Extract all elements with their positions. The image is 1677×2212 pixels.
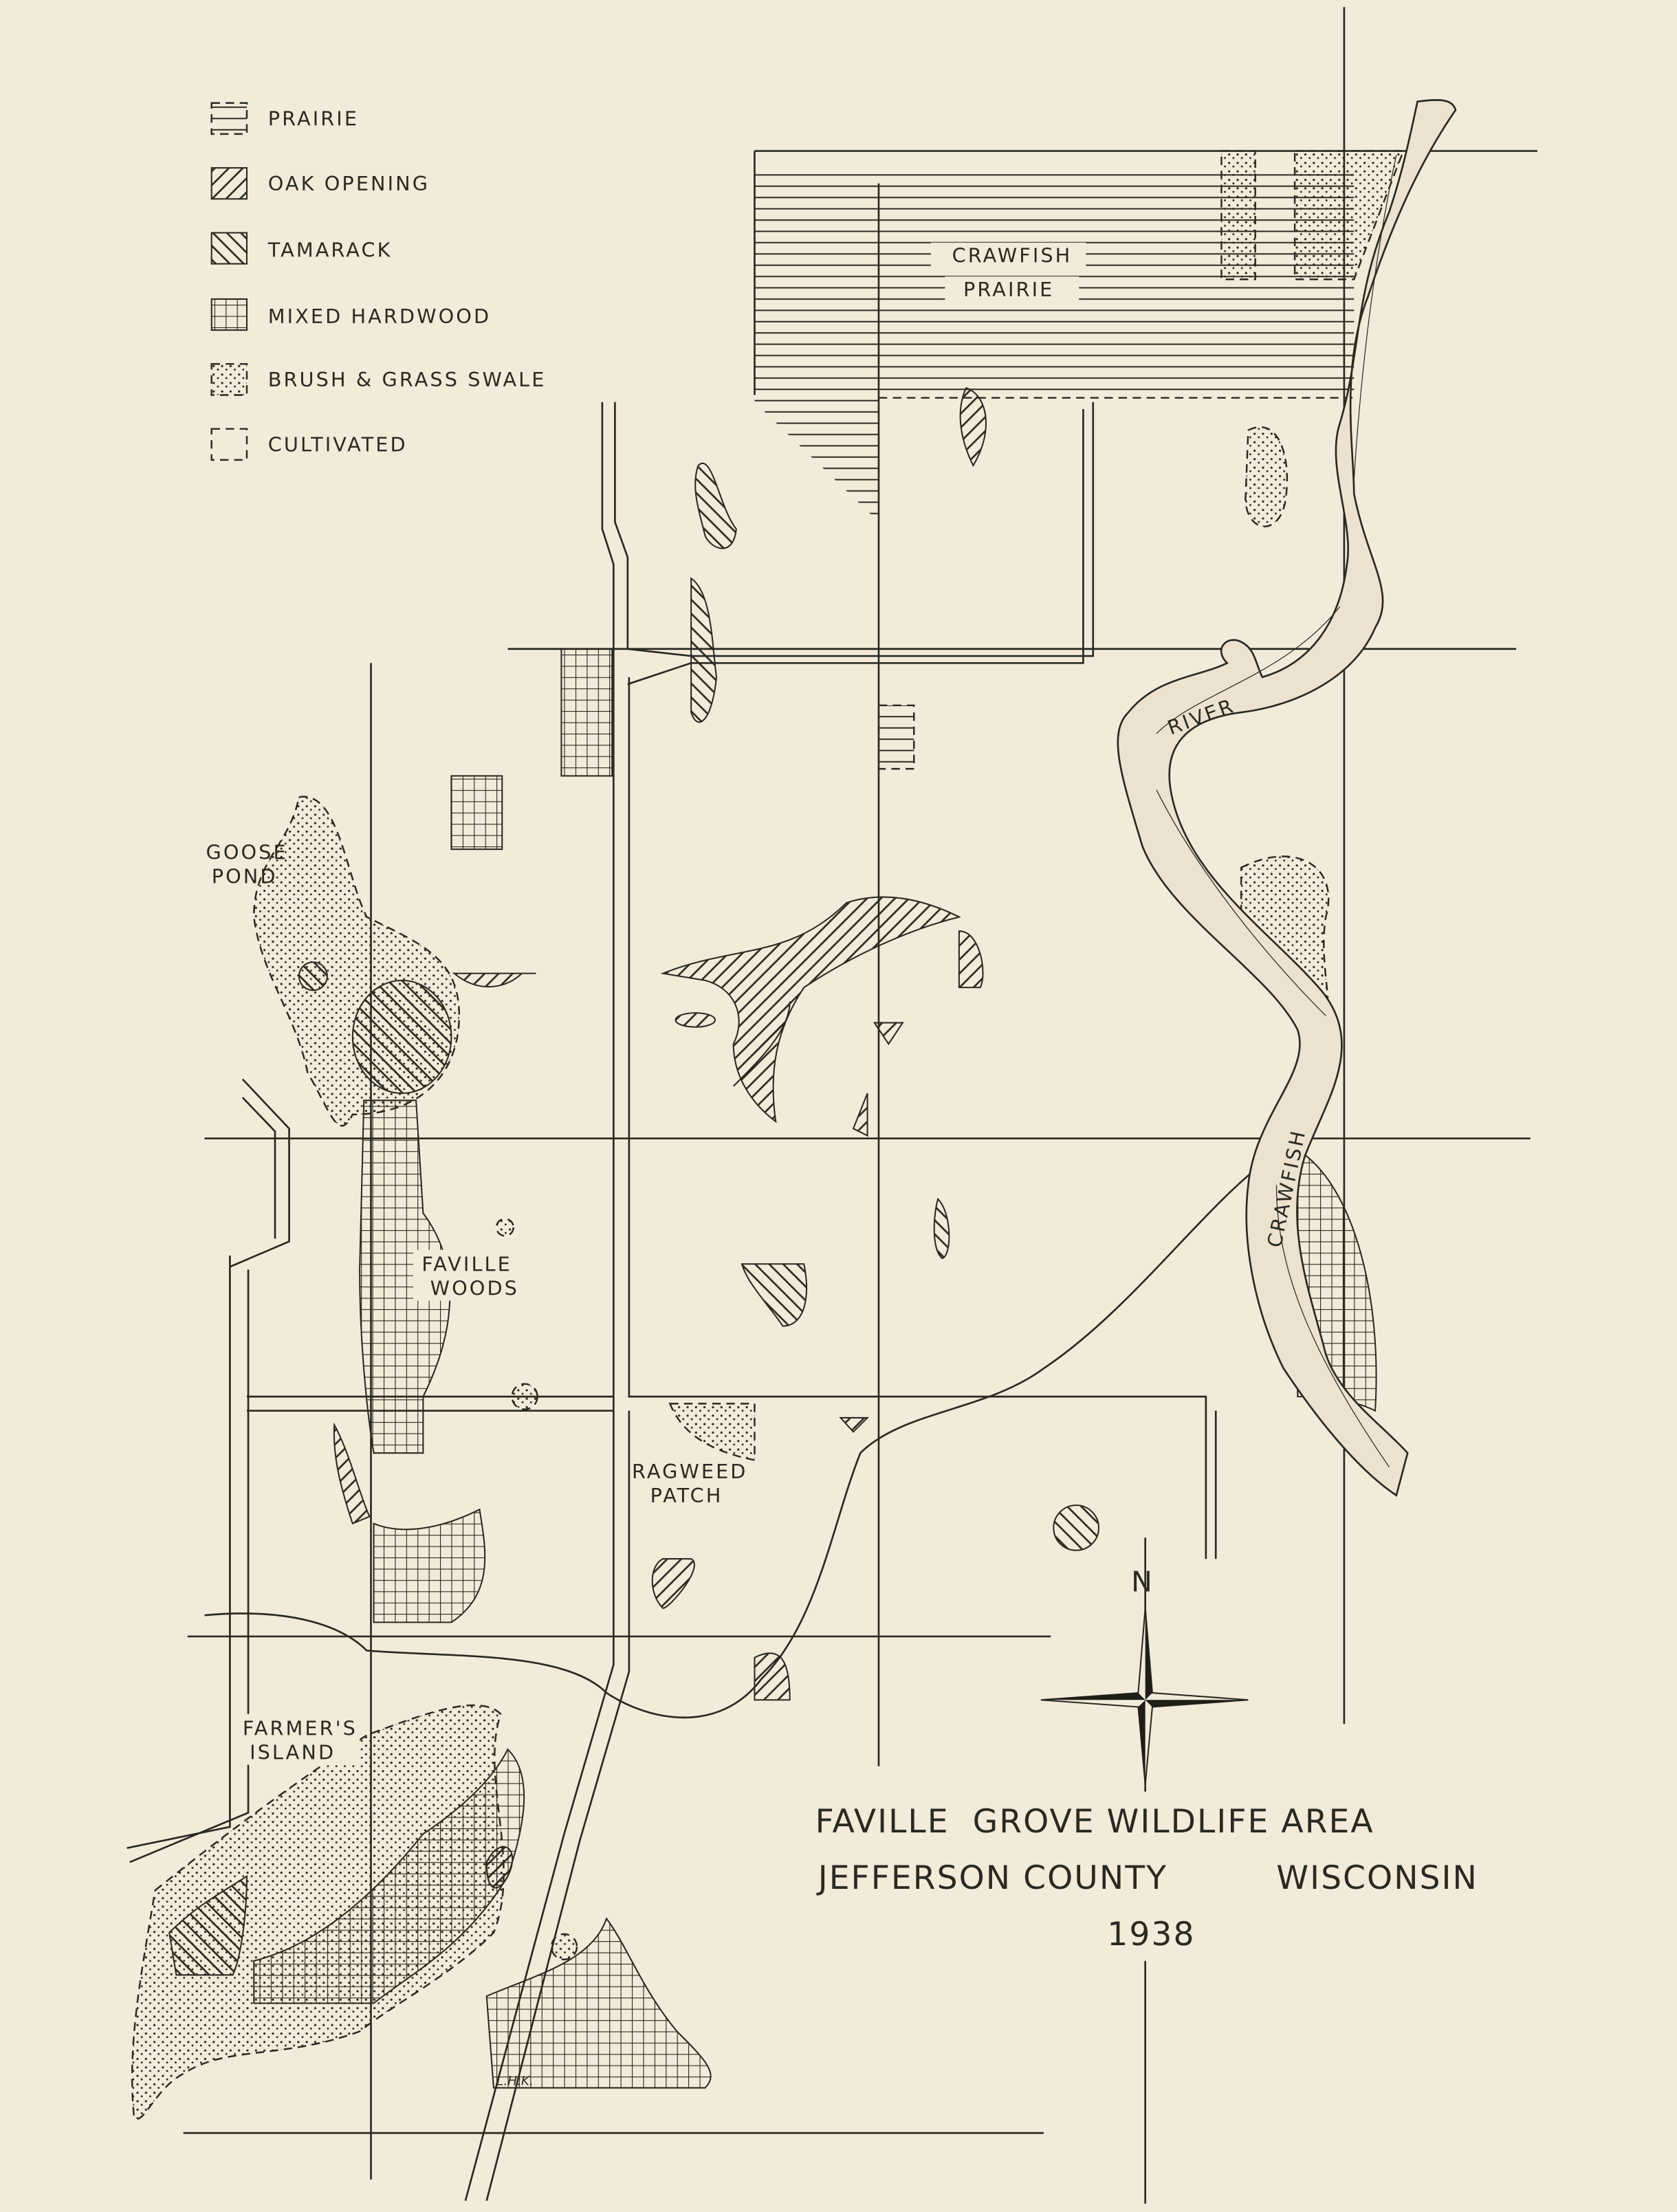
farmers-island-label: ISLAND bbox=[250, 1740, 336, 1764]
artist-signature: L.H.K. bbox=[496, 2074, 534, 2088]
legend-item-mixed-hardwood: MIXED HARDWOOD bbox=[210, 298, 491, 331]
legend-label: CULTIVATED bbox=[268, 433, 408, 457]
faville-woods-label: FAVILLE bbox=[421, 1253, 512, 1276]
creek bbox=[204, 1163, 1263, 1719]
state-label: WISCONSIN bbox=[1276, 1859, 1478, 1897]
legend-item-tamarack: TAMARACK bbox=[210, 232, 393, 265]
north-label: N bbox=[1131, 1565, 1152, 1598]
prairie-swatch-icon bbox=[210, 102, 248, 135]
ragweed-patch-label: RAGWEED bbox=[632, 1460, 748, 1483]
legend-item-prairie: PRAIRIE bbox=[210, 102, 359, 135]
legend-item-oak-opening: OAK OPENING bbox=[210, 167, 430, 200]
year-label: 1938 bbox=[1107, 1916, 1195, 1953]
brush-swatch-icon bbox=[210, 363, 248, 396]
farmers-island-label: FARMER'S bbox=[243, 1717, 358, 1740]
north-arrow-icon: N bbox=[1040, 1565, 1249, 1785]
tamarack-areas bbox=[168, 463, 1099, 1976]
crawfish-prairie-label: CRAWFISH bbox=[952, 244, 1073, 267]
place-labels: GOOSE POND FAVILLE WOODS RAGWEED PATCH F… bbox=[206, 840, 748, 1765]
hardwood-areas bbox=[253, 648, 1377, 2089]
tamarack-swatch-icon bbox=[210, 232, 248, 265]
cultivated-swatch-icon bbox=[210, 428, 248, 461]
legend-label: TAMARACK bbox=[267, 238, 393, 261]
oak-swatch-icon bbox=[210, 167, 248, 200]
hardwood-swatch-icon bbox=[210, 298, 248, 331]
map-title-block: FAVILLE GROVE WILDLIFE AREA JEFFERSON CO… bbox=[804, 1791, 1481, 1961]
faville-woods-label: WOODS bbox=[430, 1276, 519, 1300]
goose-pond-label: POND bbox=[212, 864, 278, 888]
legend-label: MIXED HARDWOOD bbox=[268, 305, 491, 328]
legend-label: PRAIRIE bbox=[268, 107, 359, 131]
roads bbox=[127, 402, 1217, 2201]
ragweed-patch-label: PATCH bbox=[650, 1484, 723, 1507]
county-label: JEFFERSON COUNTY bbox=[816, 1859, 1168, 1897]
legend-item-brush-grass-swale: BRUSH & GRASS SWALE bbox=[210, 363, 547, 396]
legend-label: OAK OPENING bbox=[268, 172, 430, 195]
oak-areas bbox=[333, 386, 987, 1889]
map-title: FAVILLE GROVE WILDLIFE AREA bbox=[815, 1803, 1374, 1841]
goose-pond-label: GOOSE bbox=[206, 840, 287, 864]
crawfish-prairie: CRAWFISH PRAIRIE bbox=[754, 169, 1355, 770]
legend: PRAIRIE OAK OPENING TAMARACK MIXED HARDW… bbox=[210, 102, 547, 461]
legend-item-cultivated: CULTIVATED bbox=[210, 428, 408, 461]
legend-label: BRUSH & GRASS SWALE bbox=[268, 368, 547, 391]
crawfish-prairie-label: PRAIRIE bbox=[963, 278, 1054, 301]
